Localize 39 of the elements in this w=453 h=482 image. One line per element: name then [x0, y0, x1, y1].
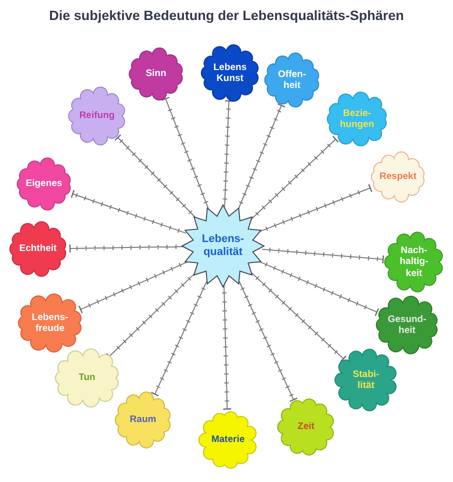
cloud-node	[66, 87, 128, 145]
tick-scale-line	[238, 281, 298, 402]
node-label: Lebens- freude	[32, 312, 68, 334]
tick-scale-line	[222, 100, 234, 208]
cloud-node	[335, 349, 397, 411]
node-label: Lebens Kunst	[213, 62, 247, 84]
node-label: Stabi- lität	[352, 368, 380, 392]
tick-scale-line	[222, 284, 232, 410]
tick-scale-line	[261, 247, 384, 264]
cloud-node	[383, 232, 445, 292]
node-label: Bezie- hungen	[340, 108, 374, 130]
cloud-node	[199, 409, 257, 471]
node-label: Eigenes	[26, 178, 62, 190]
diagram-title: Die subjektive Bedeutung der Lebensqualitäts-Sphären	[48, 8, 405, 23]
starburst-node	[182, 205, 264, 287]
node-label: Raum	[130, 414, 156, 426]
node-label: Materie	[211, 434, 245, 446]
tick-scale-line	[258, 260, 380, 316]
node-label: Offen- heit	[278, 68, 306, 92]
node-label: Gesund- heit	[388, 314, 426, 336]
tick-scale-line	[250, 136, 339, 220]
node-label: Nach- haltig- keit	[400, 244, 428, 280]
node-label: Tun	[78, 372, 96, 384]
node-label: Respekt	[380, 171, 416, 183]
tick-scale-line	[150, 280, 208, 396]
tick-scale-line	[69, 244, 184, 254]
tick-scale-line	[70, 190, 187, 234]
node-label: Lebens- qualität	[202, 232, 244, 260]
node-label: Zeit	[298, 421, 314, 433]
tick-scale-line	[251, 272, 347, 362]
node-label: Sinn	[146, 68, 166, 80]
tick-scale-line	[258, 184, 372, 232]
node-label: Reifung	[79, 110, 115, 122]
tick-scale-line	[114, 134, 196, 218]
tick-scale-line	[78, 261, 188, 314]
tick-scale-line	[161, 96, 210, 210]
cloud-node	[276, 397, 336, 457]
tick-scale-line	[238, 103, 286, 210]
node-label: Echtheit	[19, 243, 57, 255]
